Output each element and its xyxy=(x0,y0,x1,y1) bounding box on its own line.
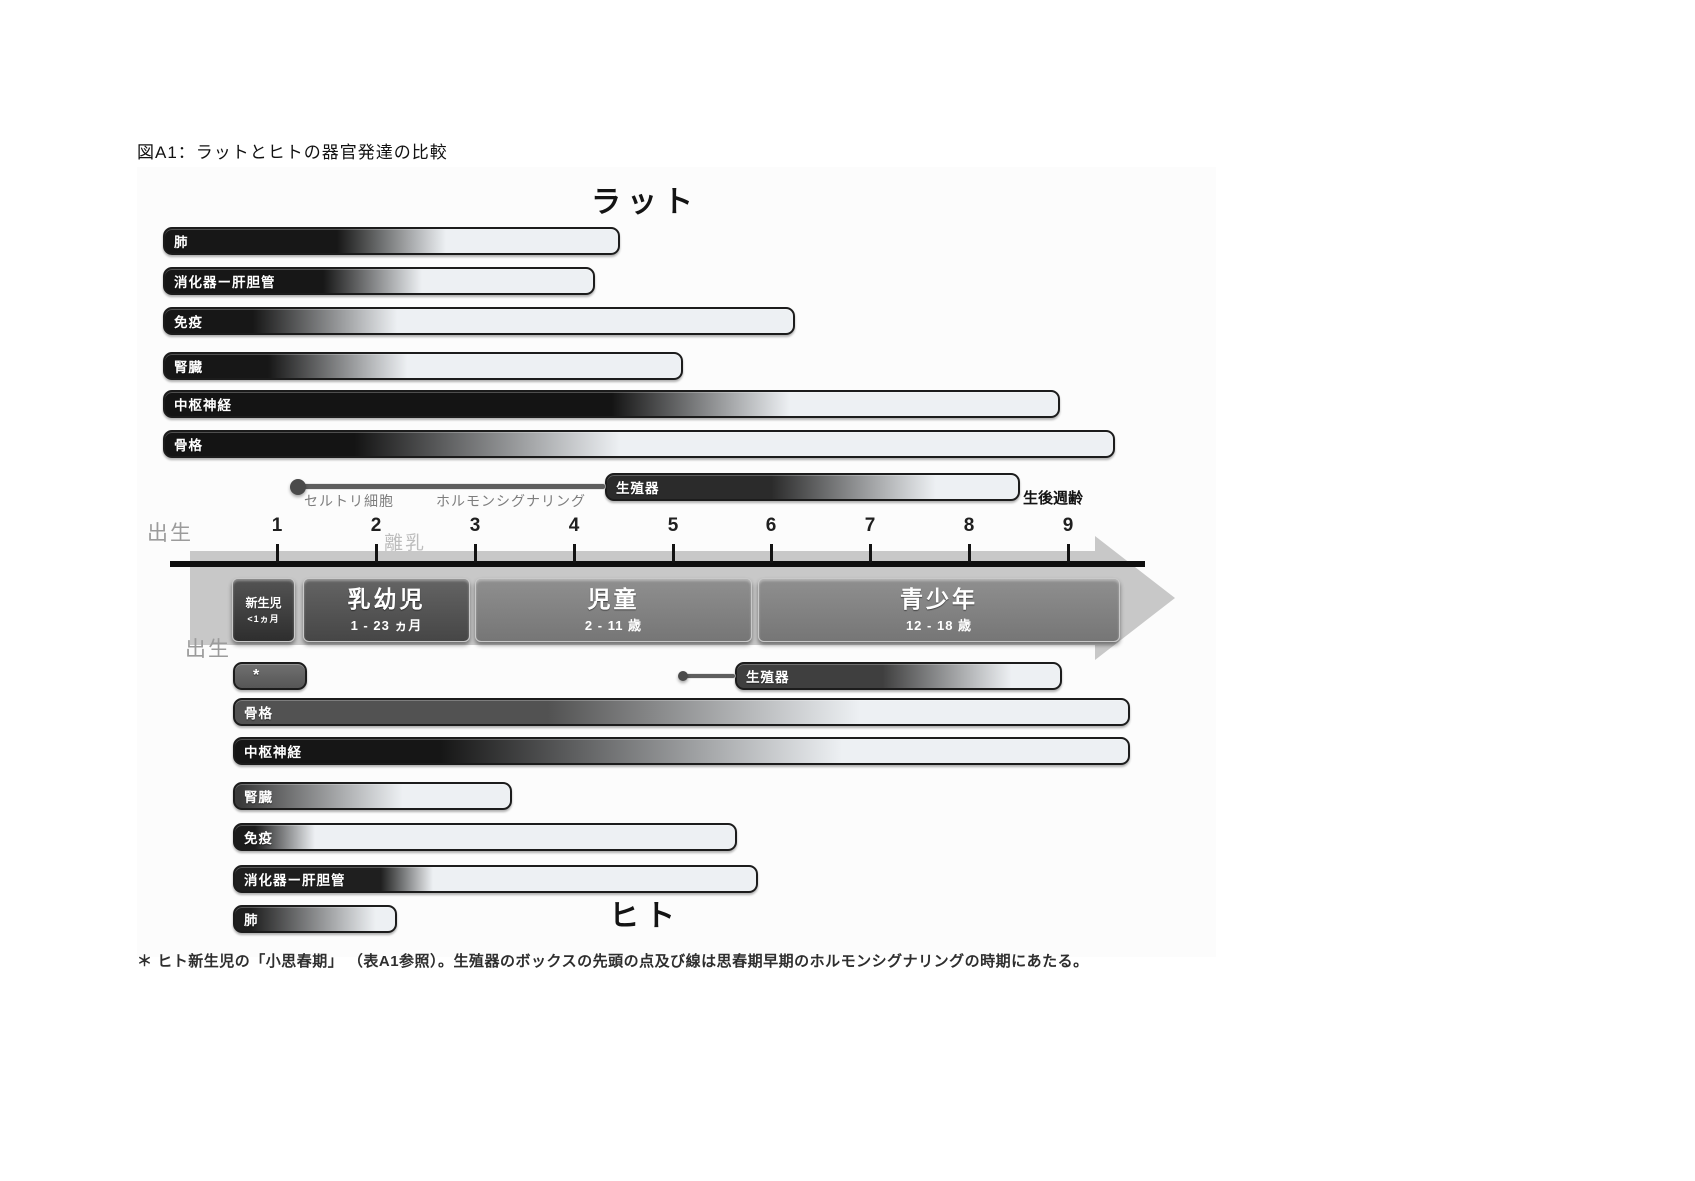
bar-human-skeleton: 骨格 xyxy=(233,698,1130,726)
bar-rat-lung: 肺 xyxy=(163,227,620,255)
rat-section-title: ラット xyxy=(591,186,699,219)
bar-rat-cns: 中枢神経 xyxy=(163,390,1060,418)
puberty-line xyxy=(686,674,735,678)
bar-label-digestive-hepatobiliary: 消化器ー肝胆管 xyxy=(174,275,276,290)
stage-label-3: 青少年 xyxy=(900,586,978,612)
sertoli-cells-label: セルトリ細胞 xyxy=(304,493,394,509)
stage-sublabel-0: <1ヵ月 xyxy=(247,613,280,624)
axis-tick-label-1: 1 xyxy=(271,515,283,536)
axis-tick-mark-4 xyxy=(573,544,576,563)
bar-human-reproductive: 生殖器 xyxy=(735,662,1062,690)
axis-tick-label-3: 3 xyxy=(469,515,481,536)
figure-caption: 図A1：ラットとヒトの器官発達の比較 xyxy=(137,143,448,162)
stage-label-2: 児童 xyxy=(587,586,640,612)
bar-rat-kidney: 腎臓 xyxy=(163,352,683,380)
bar-human-lung: 肺 xyxy=(233,905,397,933)
bar-rat-immune: 免疫 xyxy=(163,307,795,335)
axis-tick-mark-2 xyxy=(375,544,378,563)
axis-tick-mark-9 xyxy=(1067,544,1070,563)
stage-box-0: 新生児 <1ヵ月 xyxy=(232,578,295,642)
bar-human-cns: 中枢神経 xyxy=(233,737,1130,765)
puberty-dot-icon xyxy=(678,671,688,681)
bar-human-immune: 免疫 xyxy=(233,823,737,851)
axis-tick-mark-3 xyxy=(474,544,477,563)
footnote-text: ヒト新生児の「小思春期」 （表A1参照）。生殖器のボックスの先頭の点及び線は思春… xyxy=(157,953,1089,970)
bar-label-cns: 中枢神経 xyxy=(244,745,302,760)
stage-label-0: 新生児 xyxy=(245,595,282,610)
birth-label-rat: 出生 xyxy=(147,522,193,545)
timeline-axis-line xyxy=(170,561,1145,567)
figure-panel: ラット ヒト 生後週齢 出生 出生 離乳 セルトリ細胞 ホルモンシグナリング 肺… xyxy=(137,167,1216,957)
footnote: ＊ ヒト新生児の「小思春期」 （表A1参照）。生殖器のボックスの先頭の点及び線は… xyxy=(137,950,1387,971)
bar-human-digestive-hepatobiliary: 消化器ー肝胆管 xyxy=(233,865,758,893)
bar-label-immune: 免疫 xyxy=(174,315,203,330)
axis-title: 生後週齢 xyxy=(1023,490,1084,507)
bar-label-cns: 中枢神経 xyxy=(174,398,232,413)
human-section-title: ヒト xyxy=(609,900,681,933)
bar-label-digestive-hepatobiliary: 消化器ー肝胆管 xyxy=(244,873,346,888)
axis-tick-label-7: 7 xyxy=(864,515,876,536)
axis-tick-label-6: 6 xyxy=(765,515,777,536)
stage-box-2: 児童 2 - 11 歳 xyxy=(475,578,752,642)
bar-label-kidney: 腎臓 xyxy=(244,790,273,805)
axis-tick-mark-6 xyxy=(770,544,773,563)
axis-tick-label-2: 2 xyxy=(370,515,382,536)
stage-label-1: 乳幼児 xyxy=(347,586,426,612)
stage-box-3: 青少年 12 - 18 歳 xyxy=(758,578,1120,642)
bar-label-mini-puberty-asterisk: * xyxy=(253,667,261,684)
bar-human-mini-puberty-asterisk: * xyxy=(233,662,307,690)
bar-label-reproductive: 生殖器 xyxy=(616,481,660,496)
weaning-label: 離乳 xyxy=(384,533,427,554)
axis-tick-label-4: 4 xyxy=(568,515,580,536)
axis-tick-label-9: 9 xyxy=(1062,515,1074,536)
bar-label-skeleton: 骨格 xyxy=(244,706,273,721)
stage-box-1: 乳幼児 1 - 23 ヵ月 xyxy=(303,578,470,642)
bar-label-skeleton: 骨格 xyxy=(174,438,203,453)
bar-rat-reproductive: 生殖器 xyxy=(605,473,1020,501)
stage-sublabel-1: 1 - 23 ヵ月 xyxy=(350,618,423,633)
bar-label-immune: 免疫 xyxy=(244,831,273,846)
axis-tick-label-5: 5 xyxy=(667,515,679,536)
axis-tick-mark-5 xyxy=(672,544,675,563)
bar-rat-skeleton: 骨格 xyxy=(163,430,1115,458)
birth-label-human: 出生 xyxy=(185,638,231,661)
bar-label-kidney: 腎臓 xyxy=(174,360,203,375)
bar-rat-digestive-hepatobiliary: 消化器ー肝胆管 xyxy=(163,267,595,295)
bar-label-reproductive: 生殖器 xyxy=(746,670,790,685)
axis-tick-mark-1 xyxy=(276,544,279,563)
hormone-signaling-label: ホルモンシグナリング xyxy=(436,493,586,509)
bar-label-lung: 肺 xyxy=(244,913,259,928)
footnote-marker: ＊ xyxy=(137,953,153,970)
bar-human-kidney: 腎臓 xyxy=(233,782,512,810)
axis-tick-label-8: 8 xyxy=(963,515,975,536)
stage-sublabel-3: 12 - 18 歳 xyxy=(905,618,973,633)
axis-tick-mark-8 xyxy=(968,544,971,563)
axis-tick-mark-7 xyxy=(869,544,872,563)
sertoli-line xyxy=(298,484,605,489)
bar-label-lung: 肺 xyxy=(174,235,189,250)
sertoli-dot-icon xyxy=(290,479,306,495)
stage-sublabel-2: 2 - 11 歳 xyxy=(584,618,643,633)
